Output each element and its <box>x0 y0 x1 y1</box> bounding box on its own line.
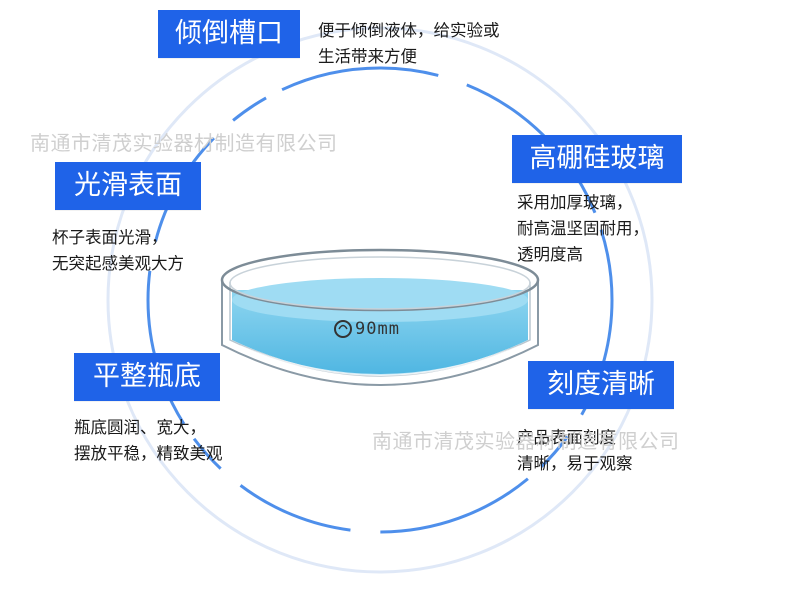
tag-flat-bottom: 平整瓶底 <box>74 353 220 401</box>
tag-borosilicate-glass: 高硼硅玻璃 <box>512 135 682 183</box>
desc-flat-bottom: 瓶底圆润、宽大， 摆放平稳，精致美观 <box>74 418 223 463</box>
tag-clear-scale: 刻度清晰 <box>528 361 674 409</box>
tag-pouring-spout: 倾倒槽口 <box>158 10 300 58</box>
watermark-top: 南通市清茂实验器材制造有限公司 <box>30 131 338 155</box>
tag-smooth-surface: 光滑表面 <box>55 162 201 210</box>
desc-smooth-surface: 杯子表面光滑， 无突起感美观大方 <box>52 228 184 273</box>
dish-size-marking: 90mm <box>355 319 400 339</box>
watermark-bottom: 南通市清茂实验器材制造有限公司 <box>372 429 680 453</box>
inner-ring <box>146 66 614 534</box>
desc-pouring-spout: 便于倾倒液体，给实验或 生活带来方便 <box>318 21 500 66</box>
petri-dish <box>220 248 540 386</box>
desc-borosilicate-glass: 采用加厚玻璃， 耐高温坚固耐用， 透明度高 <box>517 193 649 264</box>
outer-ring <box>106 26 654 574</box>
desc-clear-scale: 产品表面刻度 清晰，易于观察 <box>517 428 633 473</box>
